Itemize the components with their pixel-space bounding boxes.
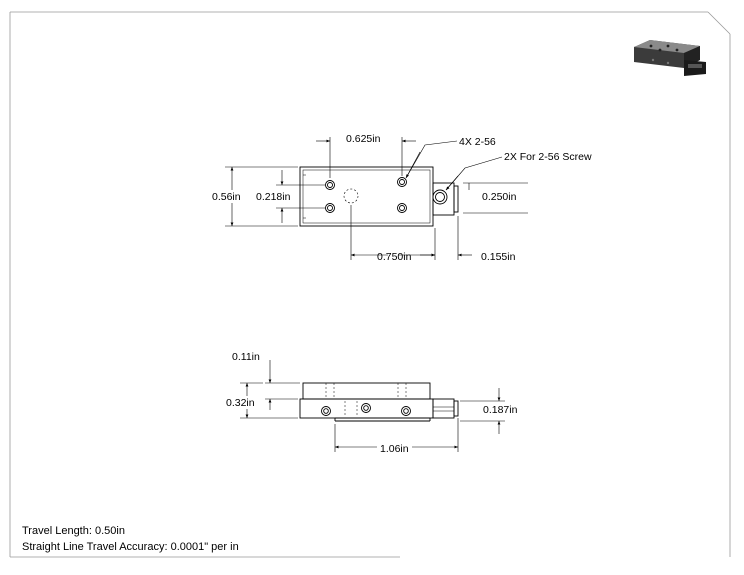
carriage-outline [302, 382, 431, 400]
dim-thickness: 0.32in [226, 397, 255, 409]
dim-top-step: 0.11in [232, 351, 260, 363]
micrometer-hole [432, 189, 448, 205]
side-view [299, 382, 459, 422]
dim-hole-offset: 0.250in [482, 191, 517, 203]
hidden-center-hole [343, 188, 359, 204]
dim-height: 0.56in [212, 191, 241, 203]
dim-hole-spacing-y: 0.218in [256, 191, 291, 203]
travel-length-note: Travel Length: 0.50in [22, 525, 125, 537]
dim-screw-note: 2X For 2-56 Screw [504, 151, 592, 163]
dim-hole-spacing-x: 0.625in [346, 133, 381, 145]
side-view-dimensions [240, 360, 505, 452]
drive-extension-outline [432, 398, 455, 419]
dim-stage-height: 0.187in [483, 404, 518, 416]
dim-extension: 0.155in [481, 251, 516, 263]
base-outline [299, 398, 434, 419]
dim-body-to-edge: 0.750in [377, 251, 412, 263]
side-view-labels: 0.11in 0.32in 0.187in 1.06in [226, 351, 518, 455]
dim-length: 1.06in [380, 443, 409, 455]
isometric-thumbnail [634, 40, 706, 76]
top-view-dimensions [225, 137, 528, 260]
side-screws [321, 403, 411, 416]
sheet-border [9, 11, 731, 558]
accuracy-note: Straight Line Travel Accuracy: 0.0001" p… [22, 541, 239, 553]
top-view [299, 166, 459, 227]
mounting-holes [325, 177, 407, 213]
spec-notes: Travel Length: 0.50in Straight Line Trav… [22, 523, 239, 555]
stage-body-outline [299, 166, 434, 227]
top-view-labels: 0.625in 0.56in 0.218in 4X 2-56 2X For 2-… [212, 133, 592, 263]
dim-tapped-holes: 4X 2-56 [459, 136, 496, 148]
